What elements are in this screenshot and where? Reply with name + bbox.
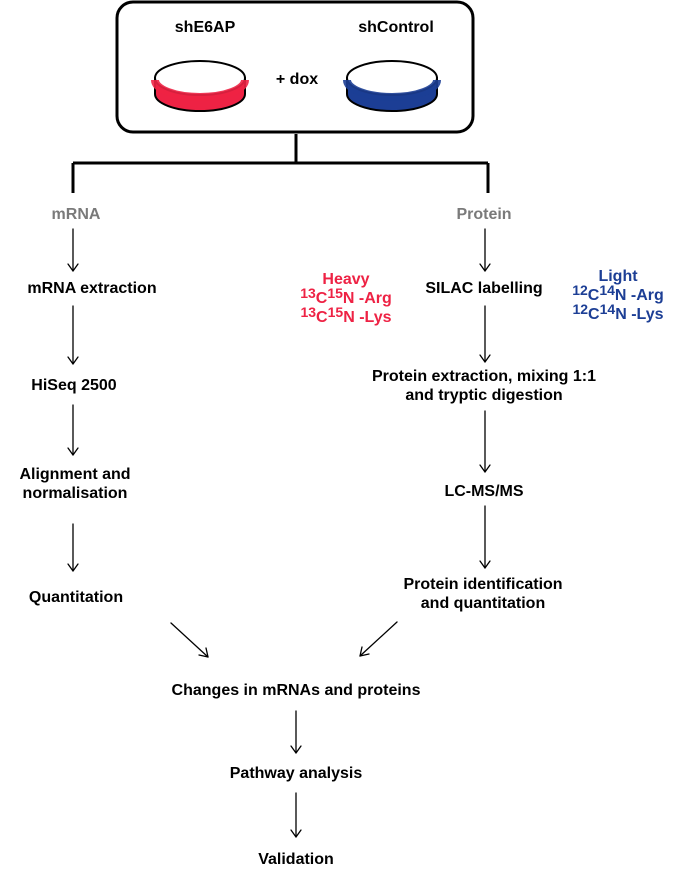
arrow-alignment-to-quantitation bbox=[67, 523, 79, 572]
step-lcms: LC-MS/MS bbox=[444, 483, 524, 500]
step-changes: Changes in mRNAs and proteins bbox=[171, 682, 421, 699]
step-hiseq: HiSeq 2500 bbox=[31, 377, 117, 394]
step-protein-extraction: Protein extraction, mixing 1:1 and trypt… bbox=[372, 368, 596, 406]
step-silac-labelling: SILAC labelling bbox=[425, 280, 543, 297]
mrna-branch-header: mRNA bbox=[51, 206, 101, 223]
arrow-extraction-to-hiseq bbox=[67, 305, 79, 365]
heavy-title: Heavy bbox=[322, 271, 370, 288]
arrow-lcms-to-identification bbox=[479, 505, 491, 569]
arrow-mrna-to-extraction bbox=[67, 228, 79, 272]
step-protein-extraction-line1: Protein extraction, mixing 1:1 bbox=[371, 368, 597, 385]
light-title: Light bbox=[598, 268, 638, 285]
treatment-label: + dox bbox=[275, 71, 319, 88]
arrow-pathway-to-validation bbox=[290, 792, 302, 838]
shE6AP-dish-icon bbox=[151, 60, 249, 112]
branch-bracket bbox=[71, 134, 490, 193]
step-pathway-analysis: Pathway analysis bbox=[229, 765, 363, 782]
step-protein-identification: Protein identification and quantitation bbox=[403, 576, 562, 614]
heavy-isotope-label: Heavy 13C15N -Arg 13C15N -Lys bbox=[300, 271, 392, 328]
arrow-silac-to-extraction bbox=[479, 305, 491, 363]
step-quantitation: Quantitation bbox=[28, 589, 124, 606]
step-protein-extraction-line2: and tryptic digestion bbox=[405, 386, 563, 404]
condition-label-left: shE6AP bbox=[174, 19, 236, 36]
arrow-hiseq-to-alignment bbox=[67, 404, 79, 456]
step-protein-identification-line1: Protein identification bbox=[403, 576, 563, 593]
light-lys: 12C14N -Lys bbox=[572, 300, 664, 323]
protein-branch-header: Protein bbox=[456, 206, 512, 223]
light-arg: 12C14N -Arg bbox=[572, 281, 664, 304]
arrow-protein-to-silac bbox=[479, 228, 491, 272]
shControl-dish-icon bbox=[343, 60, 441, 112]
arrow-identification-to-changes bbox=[359, 621, 398, 657]
step-mrna-extraction: mRNA extraction bbox=[27, 280, 157, 297]
light-isotope-label: Light 12C14N -Arg 12C14N -Lys bbox=[572, 268, 664, 325]
heavy-arg: 13C15N -Arg bbox=[300, 284, 392, 307]
step-protein-identification-line2: and quantitation bbox=[420, 594, 546, 612]
heavy-lys: 13C15N -Lys bbox=[300, 303, 392, 326]
arrow-quantitation-to-changes bbox=[170, 622, 209, 658]
step-alignment-line2: normalisation bbox=[22, 484, 128, 502]
step-alignment-line1: Alignment and bbox=[19, 466, 131, 483]
step-alignment: Alignment and normalisation bbox=[19, 466, 130, 504]
step-validation: Validation bbox=[258, 851, 334, 868]
condition-label-right: shControl bbox=[358, 19, 434, 36]
arrow-extraction-to-lcms bbox=[479, 410, 491, 473]
arrow-changes-to-pathway bbox=[290, 710, 302, 754]
